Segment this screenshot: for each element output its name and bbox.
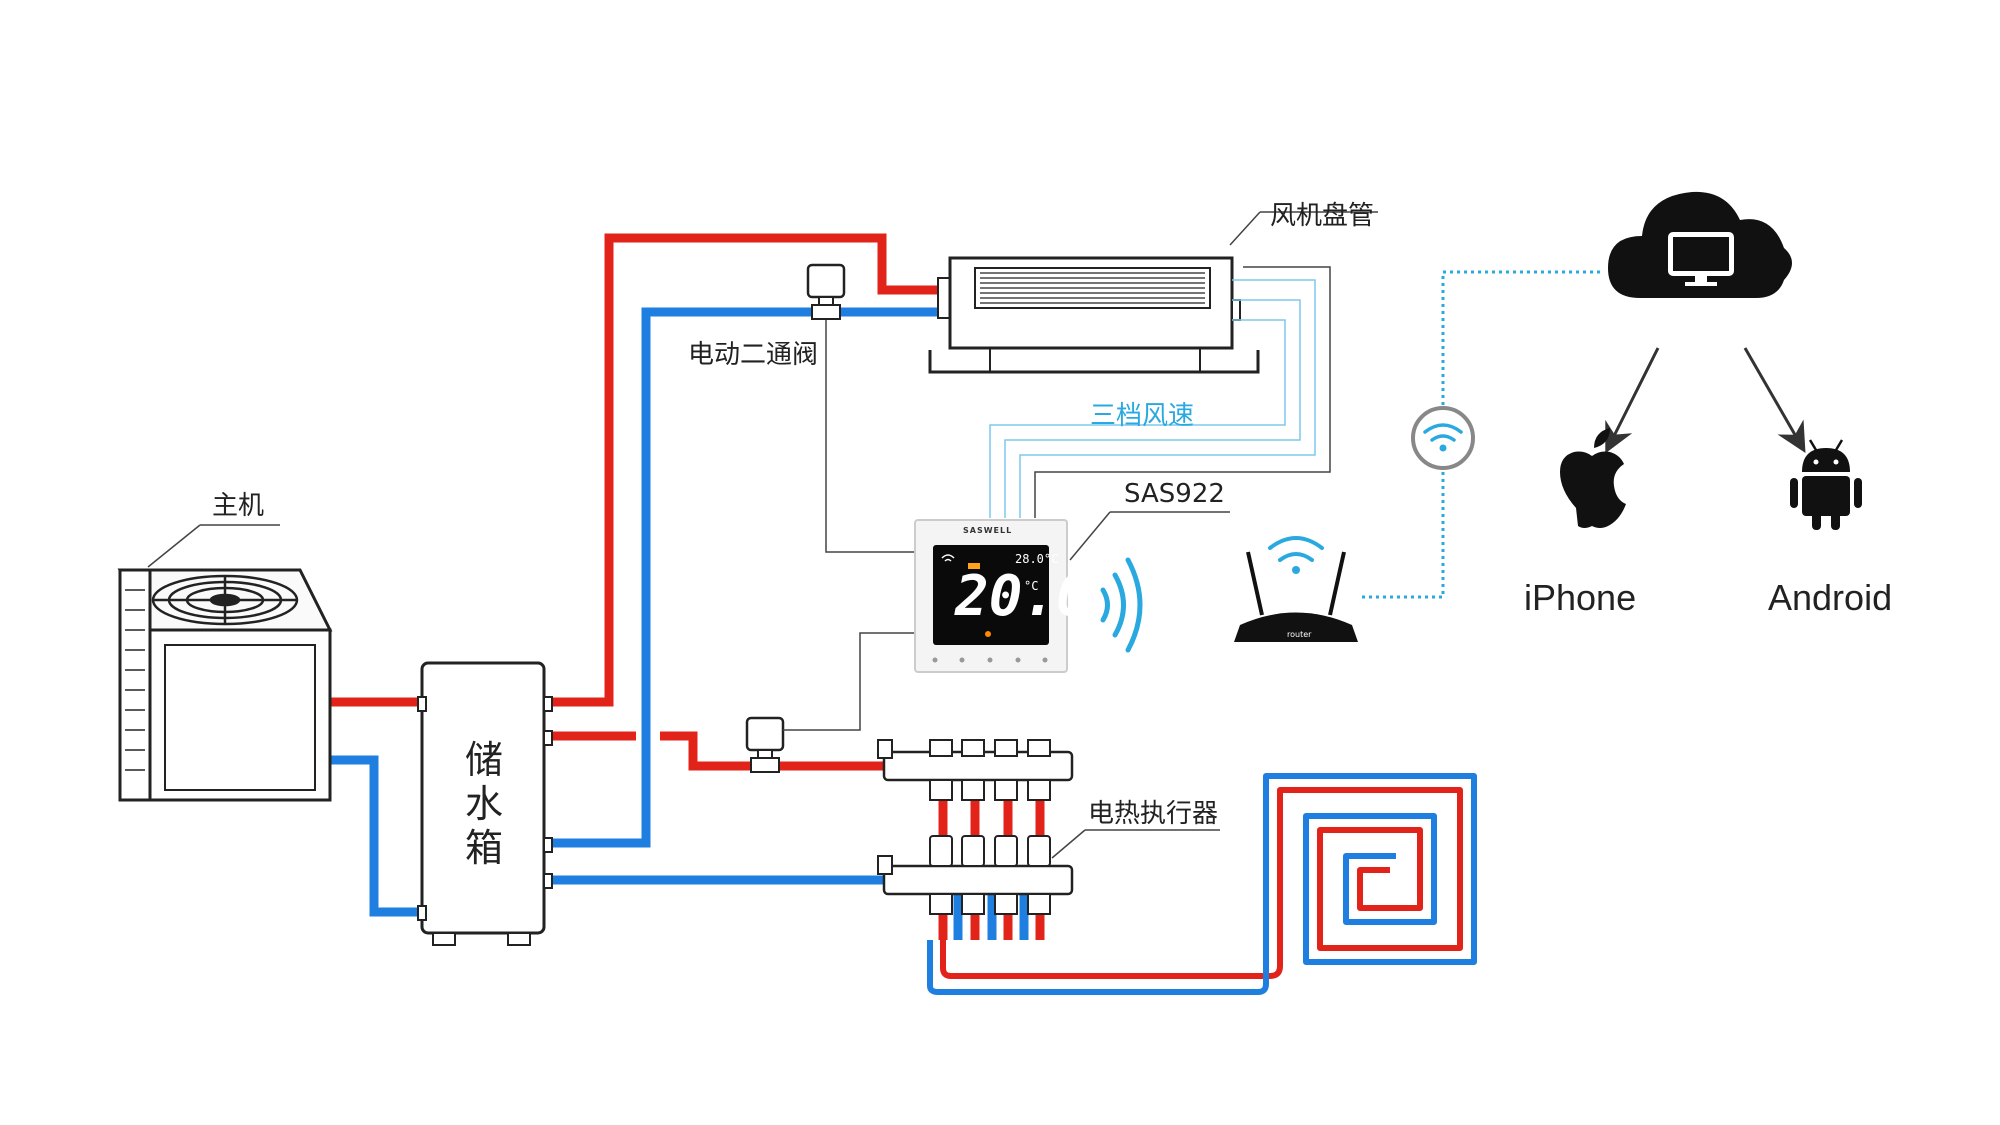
iphone-label: iPhone	[1524, 577, 1636, 618]
tank-label: 储水箱	[464, 738, 503, 870]
actuator-label: 电热执行器	[1088, 799, 1218, 829]
android-icon	[1790, 439, 1862, 530]
router-wifi-icon	[1268, 536, 1324, 562]
room-temp-readout: 28.0°C	[1015, 552, 1058, 566]
wireless-signal-icon	[1100, 557, 1143, 653]
host-grille	[125, 589, 145, 771]
fan-coil-unit	[928, 211, 1378, 374]
fan-coil-label: 风机盘管	[1270, 201, 1374, 231]
host-unit	[117, 524, 333, 802]
thermostat-device: SASWELL 28.0°C 20.0 °C	[914, 511, 1230, 673]
fan-speed-wires	[989, 279, 1316, 518]
floor-heating-loop	[927, 773, 1477, 995]
wifi-badge-icon	[1411, 406, 1475, 470]
cloud-arrows	[1605, 347, 1806, 454]
two-way-valve-bottom	[745, 716, 785, 773]
flame-icon	[985, 631, 991, 637]
host-label: 主机	[212, 491, 264, 521]
model-label: SAS922	[1124, 479, 1225, 509]
thermostat-brand: SASWELL	[963, 526, 1012, 535]
two-way-valve-top	[806, 263, 846, 320]
cloud-icon	[1608, 191, 1792, 298]
network-link	[1362, 270, 1600, 599]
setpoint-readout: 20.0	[954, 564, 1090, 629]
router-label: router	[1287, 630, 1312, 639]
cold-pipes	[330, 307, 1029, 940]
return-manifold	[877, 829, 1220, 915]
android-label: Android	[1768, 577, 1892, 618]
control-wires	[783, 266, 1331, 731]
water-tank	[417, 661, 553, 946]
setpoint-unit: °C	[1024, 579, 1038, 593]
three-speed-label: 三档风速	[1090, 401, 1194, 431]
fan-icon	[151, 574, 299, 626]
two-way-valve-label: 电动二通阀	[688, 340, 818, 370]
thermostat-buttons	[932, 657, 1048, 663]
router-icon: router	[1234, 536, 1358, 642]
electric-actuators	[929, 835, 1051, 867]
apple-icon	[1560, 428, 1626, 528]
supply-manifold	[877, 739, 1074, 801]
